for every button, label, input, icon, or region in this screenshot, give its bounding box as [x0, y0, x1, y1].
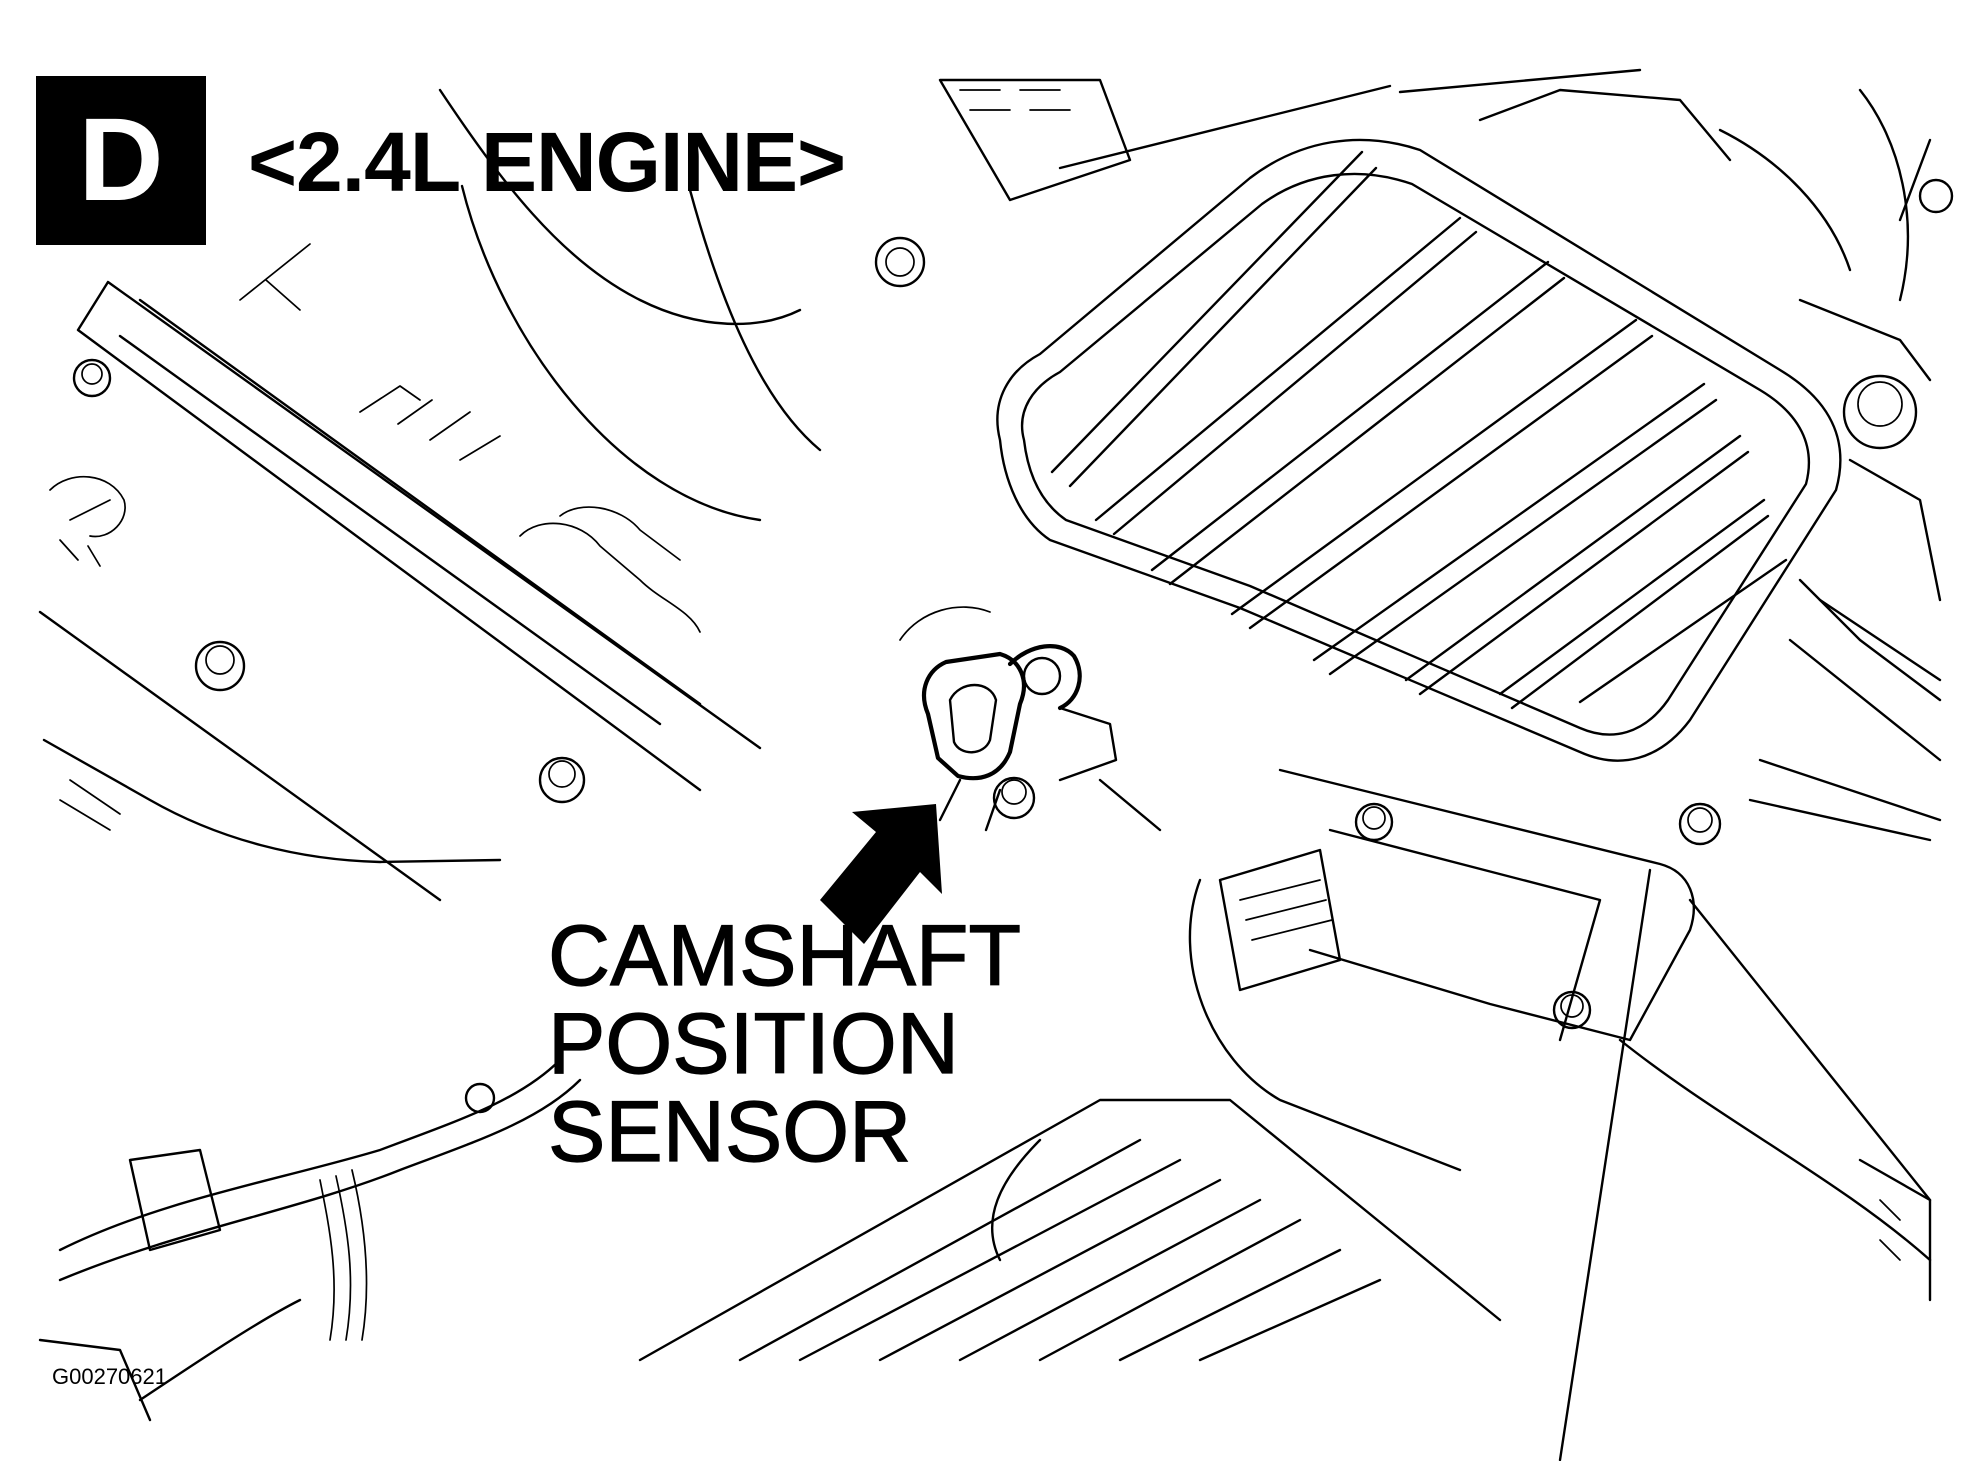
callout-arrow	[820, 804, 942, 944]
callout-line-1: CAMSHAFT	[547, 908, 1021, 1004]
oil-cap-icon	[49, 475, 126, 567]
figure-id: G00270621	[52, 1364, 167, 1389]
engine-heading: <2.4L ENGINE>	[248, 115, 846, 209]
sensor-callout-label: CAMSHAFT POSITION SENSOR	[547, 908, 1021, 1180]
wiring-harness	[38, 1058, 582, 1422]
sensor-connector	[899, 606, 1162, 832]
air-cleaner-box	[996, 68, 1842, 762]
section-badge: D	[36, 76, 206, 245]
throttle-body-area	[1188, 758, 1942, 1461]
callout-line-3: SENSOR	[547, 1084, 912, 1180]
callout-line-2: POSITION	[547, 996, 959, 1092]
valve-cover	[38, 243, 762, 902]
bottom-intake-grille	[638, 1098, 1502, 1362]
right-side-parts	[1788, 598, 1942, 1302]
bolts	[72, 178, 1954, 1114]
